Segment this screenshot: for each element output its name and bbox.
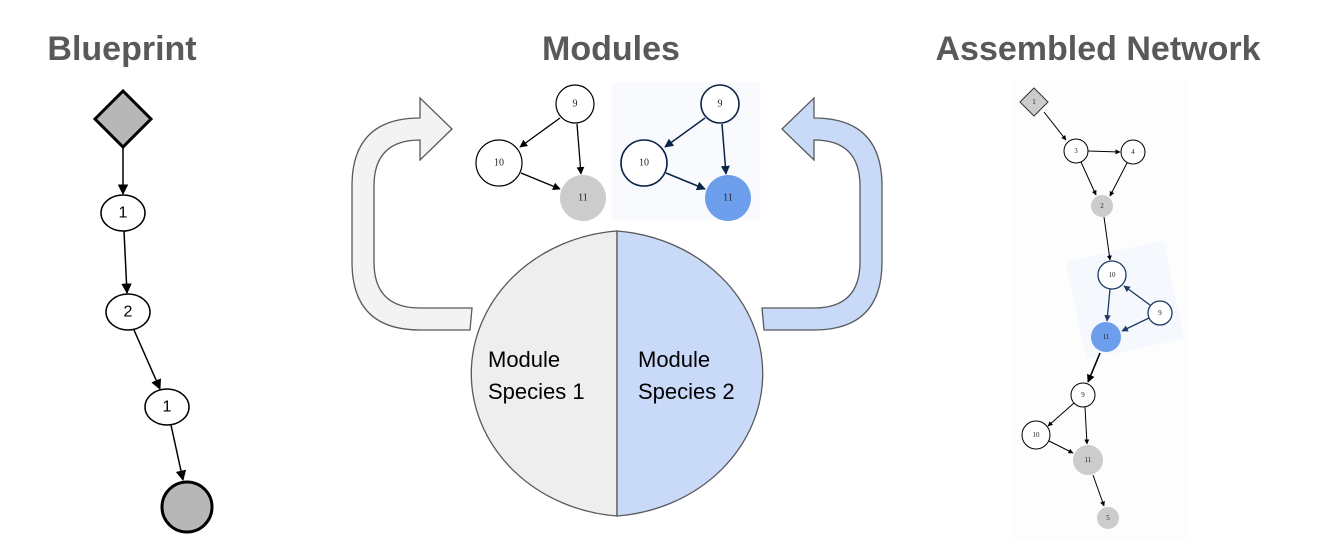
assembled-node [1147, 300, 1173, 326]
assembled-node-label: 9 [1081, 391, 1085, 399]
edge [1043, 111, 1067, 141]
blueprint-node-label: 2 [124, 304, 133, 321]
module-node-label: 10 [494, 158, 504, 169]
assembled-node-label: 11 [1085, 456, 1092, 464]
edge [576, 123, 585, 175]
module-node [700, 84, 740, 124]
module-graph-species-1: 9 10 11 [470, 82, 612, 221]
assembled-node [1120, 139, 1146, 165]
edge [1121, 317, 1150, 332]
edge [519, 117, 561, 148]
assembled-node-label: 3 [1074, 147, 1078, 155]
assembled-node-label: 10 [1033, 431, 1041, 439]
blueprint-node [100, 194, 146, 232]
edge [665, 172, 706, 191]
species-2-label-line2: Species 2 [638, 379, 735, 404]
module-species-2-half [616, 230, 764, 517]
species-2-label-line1: Module [638, 347, 710, 372]
edge [133, 329, 161, 390]
blueprint-node-label: 1 [119, 205, 128, 222]
assembled-node-label: 4 [1131, 148, 1135, 156]
species-1-label-line2: Species 1 [488, 379, 585, 404]
module-node-label: 9 [573, 99, 578, 110]
edge [1123, 285, 1151, 306]
module-node-label: 9 [718, 99, 723, 110]
module-node [555, 84, 595, 124]
edge [1080, 161, 1097, 196]
edge [1087, 352, 1101, 383]
edge [1092, 474, 1105, 507]
assembled-node-label: 9 [1158, 309, 1162, 317]
assembled-node [1091, 322, 1121, 352]
edge [121, 230, 132, 295]
module-node [620, 139, 668, 187]
module-node-label: 10 [639, 158, 649, 169]
module-species-circle: Module Species 1 Module Species 2 [470, 230, 764, 517]
modules-title: Modules [542, 30, 680, 68]
edge [1103, 216, 1112, 261]
assembled-node [1097, 507, 1119, 529]
assembled-node-label: 11 [1103, 333, 1110, 341]
module-output-node [705, 175, 751, 221]
blueprint-node [144, 388, 190, 426]
assembled-node-label: 1 [1032, 98, 1036, 106]
edge [1084, 406, 1090, 445]
assembled-network-title: Assembled Network [936, 30, 1261, 68]
curved-arrow-left-icon [351, 96, 473, 331]
output-node [160, 480, 214, 534]
assembled-node [1063, 138, 1089, 164]
blueprint-node-label: 1 [163, 399, 172, 416]
assembled-node [1097, 260, 1127, 290]
blueprint-node [105, 293, 151, 331]
assembled-node [1070, 382, 1096, 408]
edge [1109, 162, 1128, 197]
edge [720, 123, 730, 175]
module-node-label: 11 [723, 193, 733, 204]
assembled-input-diamond [1019, 87, 1049, 117]
assembled-node [1091, 195, 1113, 217]
assembled-node [1021, 420, 1051, 450]
assembled-node-label: 10 [1109, 271, 1117, 279]
edge [1047, 402, 1075, 427]
input-diamond-node [92, 88, 154, 150]
assembled-network-graph: 1 3 4 2 10 9 11 9 10 11 5 [1010, 80, 1190, 540]
edge [1087, 149, 1121, 155]
curved-arrow-right-icon [761, 96, 883, 331]
edge [664, 117, 706, 148]
module-node-label: 11 [578, 193, 588, 204]
assembled-node [1073, 445, 1103, 475]
edge [1104, 288, 1111, 322]
edge [170, 424, 187, 482]
assembled-node-label: 5 [1106, 514, 1110, 522]
module-output-node [560, 175, 606, 221]
module-insert-background [1065, 240, 1185, 360]
species-1-label-line1: Module [488, 347, 560, 372]
blueprint-graph: 1 2 1 [92, 88, 214, 534]
edge [520, 172, 561, 190]
module-graph-species-2: 9 10 11 [612, 82, 760, 221]
edge [1048, 440, 1074, 454]
module-species-1-half [470, 230, 618, 517]
assembled-node-label: 2 [1100, 202, 1104, 210]
blueprint-title: Blueprint [47, 30, 196, 68]
module-node [475, 139, 523, 187]
